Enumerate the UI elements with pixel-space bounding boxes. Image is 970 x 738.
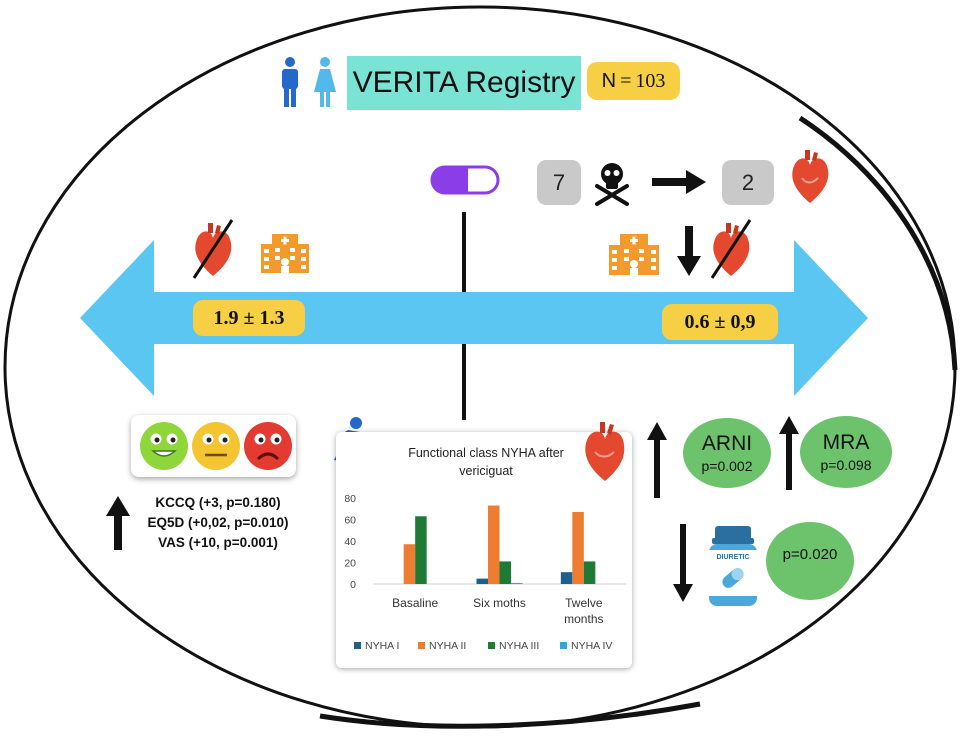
diuretic-pvalue: p=0.020: [782, 545, 838, 563]
hospitalizations-after-badge: 0.6 ± 0,9: [662, 304, 778, 340]
pill-icon: [430, 165, 500, 195]
hospital-icon: [261, 234, 309, 273]
nyha-chart-card: Functional class NYHA after vericiguat 0…: [336, 432, 632, 668]
sample-size-value: 103: [635, 69, 666, 92]
x-tick-label: Twelve: [565, 596, 603, 610]
legend-label: NYHA III: [499, 640, 539, 652]
y-tick-label: 20: [344, 558, 356, 570]
chart-title: Functional class NYHA after vericiguat: [408, 446, 564, 478]
mra-pvalue: p=0.098: [820, 457, 872, 473]
hospital-icon-right: [609, 234, 659, 275]
neutral-face-icon: [192, 422, 240, 470]
bar-nyha-ii-1: [488, 505, 500, 584]
happy-face-icon: [140, 422, 188, 470]
mra-label: MRA: [822, 431, 870, 454]
diuretic-bottle-icon: DIURETIC: [709, 526, 757, 606]
hospitalizations-before-badge: 1.9 ± 1.3: [193, 300, 305, 336]
x-tick-label: months: [564, 612, 603, 626]
heart-icon-chart: [585, 422, 625, 481]
arni-label: ARNI: [701, 432, 753, 455]
y-tick-label: 80: [344, 493, 356, 505]
eq5d-score: EQ5D (+0,02, p=0.010): [147, 515, 289, 530]
bar-nyha-i-1: [476, 578, 488, 584]
bar-nyha-iii-2: [583, 561, 596, 584]
timeline-double-arrow: [80, 240, 868, 396]
bar-nyha-iv-1: [511, 582, 523, 584]
legend-label: NYHA IV: [571, 640, 612, 652]
legend-label: NYHA II: [429, 640, 466, 652]
quality-of-life-scores: KCCQ (+3, p=0.180) EQ5D (+0,02, p=0.010)…: [118, 493, 318, 553]
diuretic-down-arrow-icon: [673, 524, 693, 602]
mra-oval: MRA p=0.098: [800, 416, 892, 488]
legend-swatch: [488, 642, 495, 649]
heart-icon: [792, 150, 829, 203]
y-tick-label: 60: [344, 515, 356, 527]
deaths-after-box: 2: [722, 160, 774, 205]
diuretic-oval: p=0.020: [766, 522, 854, 600]
arni-oval: ARNI p=0.002: [683, 418, 771, 488]
legend-swatch: [354, 642, 361, 649]
sad-face-icon: [244, 422, 292, 470]
bar-nyha-ii-0: [403, 544, 416, 584]
heart-crossed-icon-right: [710, 219, 752, 279]
arni-pvalue: p=0.002: [701, 458, 753, 474]
skull-crossbones-icon: [595, 163, 629, 206]
arrow-right-icon: [652, 170, 706, 194]
man-icon: [282, 57, 298, 107]
deaths-before-box: 7: [537, 160, 581, 205]
bar-nyha-iii-1: [499, 561, 511, 584]
legend-swatch: [560, 642, 567, 649]
quality-of-life-faces-card: [131, 415, 296, 477]
y-tick-label: 0: [350, 579, 356, 591]
legend-label: NYHA I: [365, 640, 399, 652]
legend-swatch: [418, 642, 425, 649]
arni-up-arrow-icon: [647, 422, 667, 498]
heart-crossed-icon: [192, 219, 234, 279]
title-box: VERITA Registry: [347, 56, 581, 110]
mra-up-arrow-icon: [779, 416, 799, 490]
bar-nyha-i-2: [560, 572, 573, 584]
x-tick-label: Basaline: [392, 596, 438, 610]
kccq-score: KCCQ (+3, p=0.180): [155, 495, 281, 510]
diuretic-bottle-label: DIURETIC: [716, 554, 749, 561]
x-tick-label: Six moths: [473, 596, 526, 610]
bar-nyha-ii-2: [572, 511, 584, 584]
arrow-up-icon: [106, 496, 130, 550]
woman-icon: [314, 57, 336, 107]
arrow-down-icon: [677, 226, 701, 276]
sample-size-eq: =: [620, 69, 632, 92]
vas-score: VAS (+10, p=0.001): [158, 535, 278, 550]
bar-nyha-iii-0: [415, 516, 427, 584]
sample-size-label: N: [601, 69, 617, 92]
y-tick-label: 40: [344, 536, 356, 548]
sample-size-badge: N = 103: [587, 62, 680, 100]
